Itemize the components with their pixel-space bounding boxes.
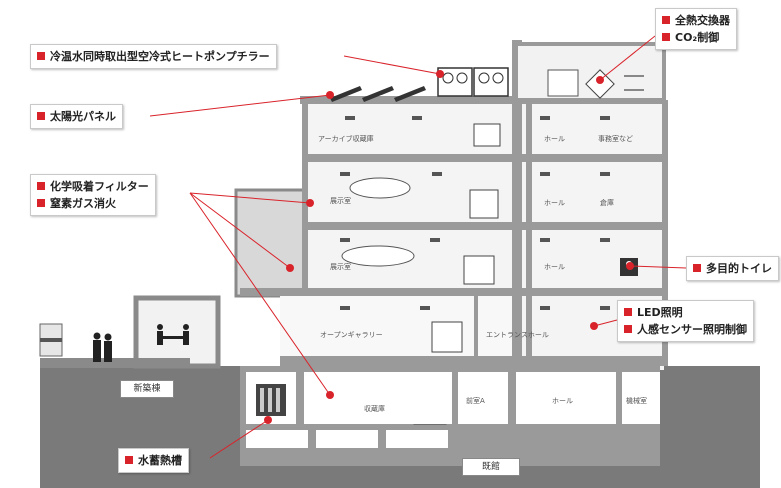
people-figures — [93, 324, 189, 362]
bullet-square-icon — [125, 456, 133, 464]
callout-text: 多目的トイレ — [706, 262, 772, 275]
roof-unit — [547, 69, 579, 97]
callout-heat-exchanger: 全熱交換器 CO₂制御 — [655, 8, 737, 50]
leader-dots — [264, 70, 634, 424]
entrance-slab — [40, 358, 190, 368]
callout-heat-pump: 冷温水同時取出型空冷式ヒートポンプチラー — [30, 44, 277, 69]
room-label: 事務室など — [598, 135, 633, 143]
existing-plate: 既館 — [462, 458, 520, 476]
callout-lighting: LED照明 人感センサー照明制御 — [617, 300, 754, 342]
bullet-square-icon — [37, 112, 45, 120]
callout-solar-panel: 太陽光パネル — [30, 104, 123, 129]
leader-lines — [149, 35, 687, 459]
room-label: エントランスホール — [486, 331, 549, 339]
bullet-square-icon — [624, 325, 632, 333]
callout-text: 窒素ガス消火 — [50, 197, 116, 210]
ground-floor — [280, 296, 514, 366]
bullet-square-icon — [662, 33, 670, 41]
room-label: 収蔵庫 — [364, 405, 385, 413]
bullet-square-icon — [662, 16, 670, 24]
room-label: 展示室 — [330, 263, 351, 271]
walls — [302, 40, 668, 466]
room-label: オープンギャラリー — [320, 331, 383, 339]
bullet-square-icon — [37, 199, 45, 207]
exhaust-arrows — [624, 75, 644, 91]
penthouse — [514, 42, 666, 102]
room-label: ホール — [544, 199, 565, 207]
bullet-square-icon — [624, 308, 632, 316]
room-label: 展示室 — [330, 197, 351, 205]
callout-text: 全熱交換器 — [675, 14, 730, 27]
floor-slabs — [240, 96, 666, 366]
callout-filter-fire: 化学吸着フィルター 窒素ガス消火 — [30, 174, 156, 216]
callout-text: 水蓄熱槽 — [138, 454, 182, 467]
callout-text: 冷温水同時取出型空冷式ヒートポンプチラー — [50, 50, 270, 63]
callout-text: 人感センサー照明制御 — [637, 323, 747, 336]
room-label: 倉庫 — [600, 199, 614, 207]
callout-text: CO₂制御 — [675, 31, 720, 44]
bullet-square-icon — [37, 52, 45, 60]
room-label: アーカイブ収蔵庫 — [318, 135, 374, 143]
room-label: ホール — [544, 135, 565, 143]
west-wing — [234, 188, 308, 298]
room-label: 前室A — [466, 397, 485, 405]
room-label: ホール — [544, 263, 565, 271]
callout-text: 化学吸着フィルター — [50, 180, 149, 193]
water-tank-icon — [256, 384, 286, 416]
room-label: ホール — [552, 397, 573, 405]
bullet-square-icon — [693, 264, 701, 272]
solar-panel-icon — [330, 86, 426, 102]
bullet-square-icon — [37, 182, 45, 190]
heat-pump-chiller-icon — [437, 67, 509, 97]
callout-multi-toilet: 多目的トイレ — [686, 256, 779, 281]
annex-plate: 新築棟 — [120, 380, 174, 398]
callout-water-storage: 水蓄熱槽 — [118, 448, 189, 473]
annex-pavilion — [133, 295, 221, 369]
callout-text: LED照明 — [637, 306, 683, 319]
car-icon — [39, 323, 63, 357]
room-label: 機械室 — [626, 397, 647, 405]
callout-text: 太陽光パネル — [50, 110, 116, 123]
